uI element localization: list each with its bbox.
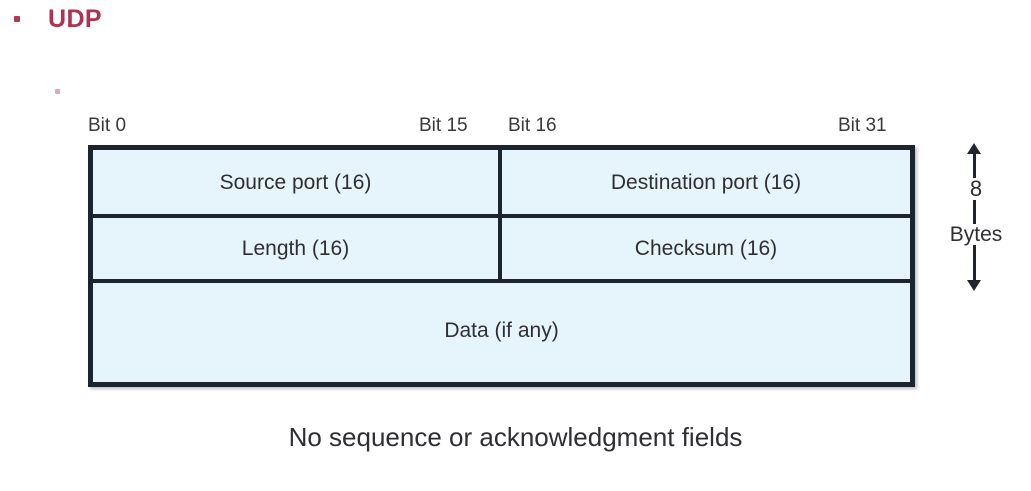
field-data: Data (if any): [93, 283, 910, 378]
slide-caption: No sequence or acknowledgment fields: [288, 422, 743, 452]
bit-label-0: Bit 0: [88, 115, 127, 136]
slide-title-row: UDP: [14, 2, 102, 36]
header-row-ports: Source port (16) Destination port (16): [93, 150, 910, 218]
bit-label-15: Bit 15: [419, 115, 468, 136]
field-length: Length (16): [93, 218, 502, 279]
arrow-up-icon: [967, 143, 981, 154]
header-row-data: Data (if any): [93, 283, 910, 378]
field-destination-port: Destination port (16): [502, 150, 910, 214]
size-count-label: 8: [930, 178, 1022, 200]
size-unit-label: Bytes: [930, 224, 1022, 245]
sub-bullet-icon: [55, 89, 60, 94]
bit-label-31: Bit 31: [838, 115, 887, 136]
bullet-icon: [14, 16, 20, 22]
arrow-down-icon: [967, 280, 981, 291]
udp-header-diagram: Source port (16) Destination port (16) L…: [88, 145, 915, 387]
field-source-port: Source port (16): [93, 150, 502, 214]
size-annotation: 8 Bytes: [930, 143, 1022, 291]
double-arrow-line-icon: [973, 150, 976, 284]
field-checksum: Checksum (16): [502, 218, 910, 279]
page-title: UDP: [48, 4, 102, 33]
header-row-length-checksum: Length (16) Checksum (16): [93, 218, 910, 283]
bit-label-16: Bit 16: [508, 115, 557, 136]
